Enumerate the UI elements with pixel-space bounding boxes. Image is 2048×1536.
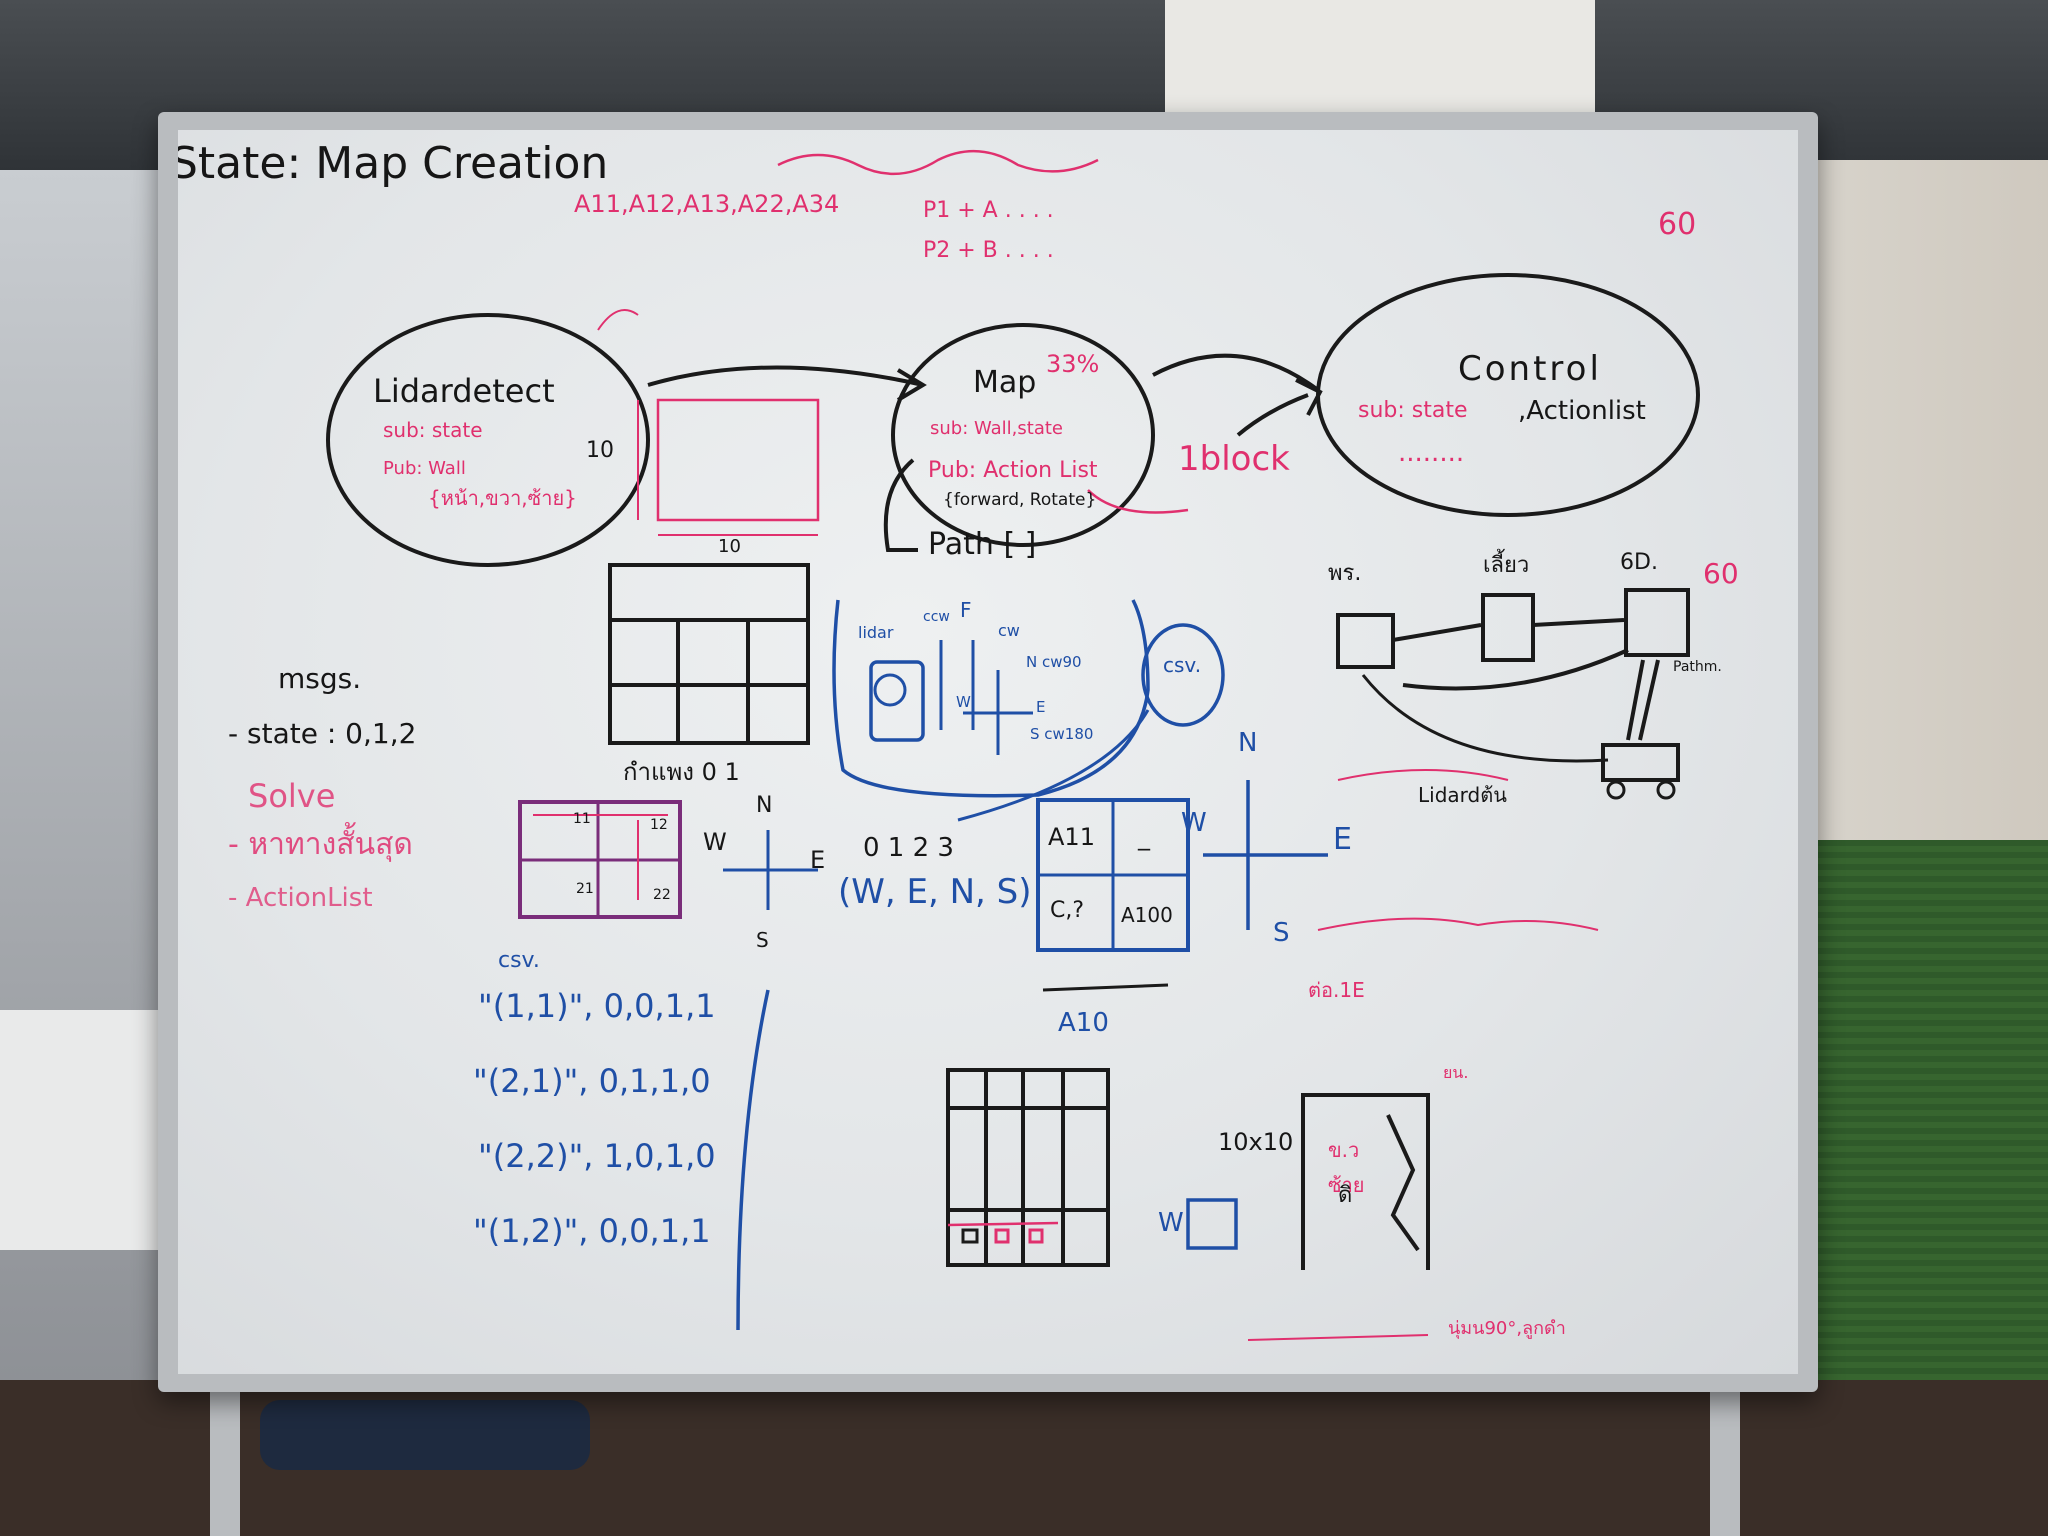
grid-10x10 (946, 1068, 1110, 1267)
solve-line2: - ActionList (228, 883, 373, 913)
flow-number: 60 (1703, 557, 1739, 590)
lidar-box-w: W (956, 693, 971, 711)
csv-row-3: "(2,2)", 1,0,1,0 (478, 1137, 716, 1175)
blue-square (1186, 1198, 1238, 1250)
robot-sketch (1601, 743, 1680, 782)
board-leg-left (210, 1380, 240, 1536)
solve-line1: - หาทางสั้นสุด (228, 827, 413, 862)
flow-label-b: เลี้ยว (1483, 553, 1530, 578)
right-note-1: ต่อ.1E (1308, 978, 1365, 1002)
flow-box-1 (1336, 613, 1395, 669)
black-grid (608, 563, 810, 745)
right-note-w: W (1158, 1208, 1184, 1238)
small-grid-22: 22 (653, 887, 671, 903)
arrow-lidar-to-map (647, 365, 924, 387)
a-grid-top-left: A11 (1048, 823, 1095, 851)
path-label: Path [ ] (928, 527, 1037, 562)
compass-small-w: W (703, 828, 727, 856)
map-label: Map (973, 365, 1037, 400)
chair (260, 1400, 590, 1470)
map-percent: 33% (1046, 350, 1100, 378)
flow-lidar: Lidardต้น (1418, 783, 1507, 807)
compass-big-w: W (1181, 808, 1207, 838)
small-grid-12: 12 (650, 817, 668, 833)
compass-small-n: N (756, 793, 773, 818)
a-grid-top-right: _ (1138, 823, 1150, 851)
background-desk (0, 1010, 160, 1250)
compass-big-e: E (1333, 822, 1352, 857)
small-grid-11: 11 (573, 811, 591, 827)
compass-big-s: S (1273, 918, 1290, 948)
flow-label-a: พร. (1328, 561, 1362, 586)
whiteboard: State: Map Creation A11,A12,A13,A22,A34 … (178, 130, 1798, 1374)
map-values: {forward, Rotate} (943, 490, 1097, 510)
size-left: 10 (586, 438, 614, 463)
block-note: 1block (1178, 439, 1290, 479)
a10-label: A10 (1058, 1008, 1109, 1038)
csv-row-2: "(2,1)", 0,1,1,0 (473, 1062, 711, 1100)
index-dirs: (W, E, N, S) (838, 872, 1032, 912)
flow-box-2 (1481, 593, 1535, 662)
top-right-number: 60 (1658, 207, 1697, 242)
csv-row-4: "(1,2)", 0,0,1,1 (473, 1212, 711, 1250)
top-pink-list: A11,A12,A13,A22,A34 (574, 190, 840, 218)
board-title: State: Map Creation (178, 138, 609, 189)
a-grid-bottom-right: A100 (1121, 903, 1173, 927)
top-right-p1: P1 + A . . . . (923, 198, 1054, 223)
right-note-robot: ดิ (1338, 1183, 1353, 1208)
lidardetect-values: {หน้า,ขวา,ซ้าย} (428, 486, 577, 510)
msgs-state: - state : 0,1,2 (228, 717, 417, 750)
lidardetect-pub: Pub: Wall (383, 458, 466, 479)
lidardetect-sub: sub: state (383, 418, 483, 442)
a-grid-bottom-left: C,? (1050, 898, 1085, 923)
board-leg-right (1710, 1380, 1740, 1536)
lidar-box-ccw: ccw (923, 609, 950, 625)
map-node-outline (891, 323, 1155, 547)
solve-title: Solve (248, 777, 336, 815)
compass-big-n: N (1238, 728, 1258, 758)
control-label: Control (1458, 349, 1602, 389)
small-grid-21: 21 (576, 881, 594, 897)
lidar-box-cw: cw (998, 621, 1020, 640)
lidar-box-csv: csv. (1163, 653, 1202, 677)
pink-square (656, 398, 820, 522)
lidar-box-n-cw90: N cw90 (1026, 653, 1082, 671)
flow-label-c: 6D. (1620, 550, 1658, 575)
arrow-map-to-control (1152, 353, 1320, 392)
lidar-box-s-cw180: S cw180 (1030, 725, 1094, 743)
lidardetect-node-outline (326, 313, 650, 567)
lidar-box-e: E (1036, 698, 1046, 716)
control-sub-extra: ,Actionlist (1518, 396, 1646, 426)
csv-title: csv. (498, 948, 540, 973)
csv-row-1: "(1,1)", 0,0,1,1 (478, 987, 716, 1025)
lidardetect-label: Lidardetect (373, 372, 555, 410)
right-note-2: ข.ว (1328, 1138, 1360, 1162)
control-node-outline (1316, 273, 1700, 517)
lidar-box-lidar: lidar (858, 623, 894, 642)
lidar-direction-box (832, 599, 1150, 798)
flow-box-3 (1624, 588, 1690, 657)
background-wall (1790, 160, 2048, 850)
size-bottom: 10 (718, 536, 741, 557)
index-labels: 0 1 2 3 (863, 833, 954, 863)
right-note-3: ซ้าย (1328, 1173, 1365, 1197)
msgs-title: msgs. (278, 662, 362, 695)
whiteboard-drawings (326, 149, 1700, 1341)
control-dots: ........ (1398, 438, 1465, 468)
top-right-p2: P2 + B . . . . (923, 238, 1054, 263)
compass-small-e: E (810, 846, 826, 874)
right-note-4: นุ่มน90°,ลูกดำ (1448, 1318, 1566, 1339)
map-pub: Pub: Action List (928, 458, 1098, 483)
flow-pathm: Pathm. (1673, 659, 1722, 675)
grid-note: กำแพง 0 1 (623, 758, 740, 786)
lidar-box-f: F (960, 598, 972, 622)
map-sub: sub: Wall,state (930, 418, 1063, 439)
compass-small-s: S (756, 928, 769, 952)
grid-10x10-label: 10x10 (1218, 1128, 1294, 1156)
right-note-5: ยน. (1443, 1063, 1469, 1082)
control-sub: sub: state (1358, 398, 1468, 423)
